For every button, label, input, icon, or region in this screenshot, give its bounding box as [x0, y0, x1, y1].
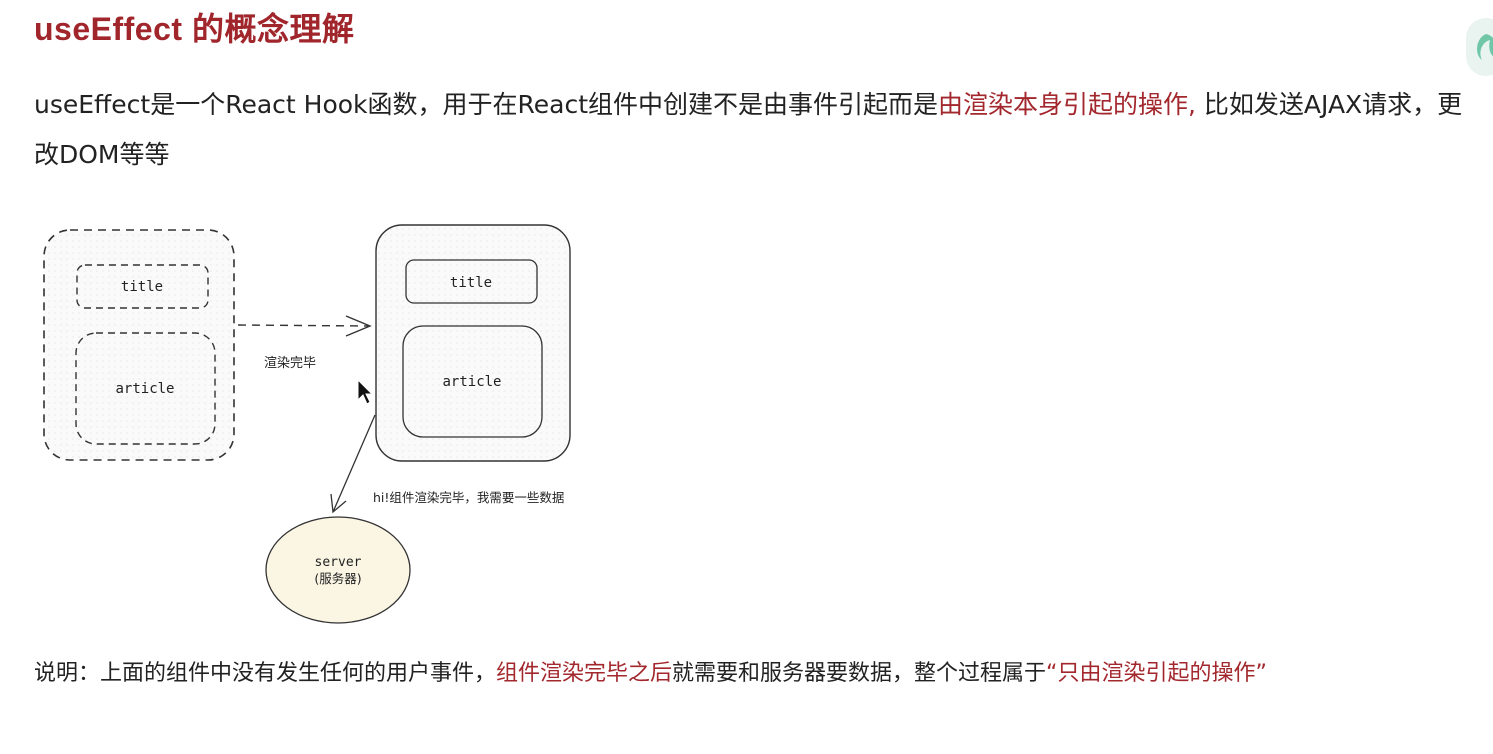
pre-render-article-label: article [115, 381, 174, 397]
rendered-title-label: title [450, 275, 492, 291]
pre-render-component: title article [43, 229, 235, 461]
note-highlight-2: “只由渲染引起的操作” [1046, 661, 1267, 686]
server-label: server [315, 555, 362, 570]
request-label: hi!组件渲染完毕，我需要一些数据 [373, 490, 564, 505]
page-title: useEffect 的概念理解 [34, 11, 355, 47]
intro-highlight: 由渲染本身引起的操作, [938, 90, 1196, 119]
note-highlight-1: 组件渲染完毕之后 [496, 661, 673, 686]
explanation-note: 说明：上面的组件中没有发生任何的用户事件，组件渲染完毕之后就需要和服务器要数据，… [34, 654, 1267, 694]
render-complete-arrow [237, 315, 372, 337]
pre-render-title-box [76, 264, 209, 309]
request-arrow [330, 414, 376, 514]
render-complete-label: 渲染完毕 [264, 356, 316, 371]
intro-text-end: 比如发送AJAX请求，更改DOM等等 [34, 90, 1463, 169]
server-node: server (服务器) [265, 516, 411, 624]
intro-text: useEffect是一个React Hook函数，用于在React组件中创建不是… [34, 90, 939, 119]
rendered-article-box [402, 325, 543, 438]
rendered-component: title article [375, 224, 571, 462]
note-text-2: 就需要和服务器要数据，整个过程属于 [672, 661, 1047, 686]
mouse-cursor-icon [357, 378, 374, 405]
note-text: 说明：上面的组件中没有发生任何的用户事件， [34, 661, 497, 686]
server-sublabel: (服务器) [314, 571, 361, 586]
app-logo-icon [1466, 18, 1493, 76]
intro-paragraph: useEffect是一个React Hook函数，用于在React组件中创建不是… [34, 80, 1484, 180]
pre-render-title-label: title [121, 279, 163, 295]
pre-render-article-box [75, 332, 216, 445]
server-ellipse [265, 516, 411, 624]
rendered-article-label: article [442, 374, 501, 390]
rendered-title-box [405, 259, 538, 304]
